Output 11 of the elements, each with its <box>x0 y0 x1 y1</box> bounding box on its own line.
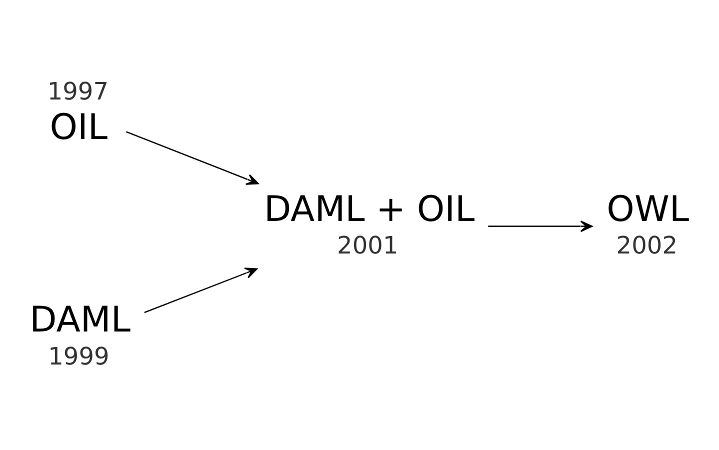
arrow <box>488 220 593 232</box>
node-text: DAML + OIL <box>264 188 475 230</box>
node-label: 2001 <box>337 231 398 260</box>
node-text: DAML <box>30 299 130 340</box>
arrow <box>126 130 259 184</box>
node-label: 1999 <box>48 342 110 370</box>
node-label: 2002 <box>616 231 678 260</box>
arrow <box>144 267 258 313</box>
node-text: OIL <box>50 106 108 148</box>
node-label: 1997 <box>47 77 109 106</box>
node-text: OWL <box>606 188 690 230</box>
